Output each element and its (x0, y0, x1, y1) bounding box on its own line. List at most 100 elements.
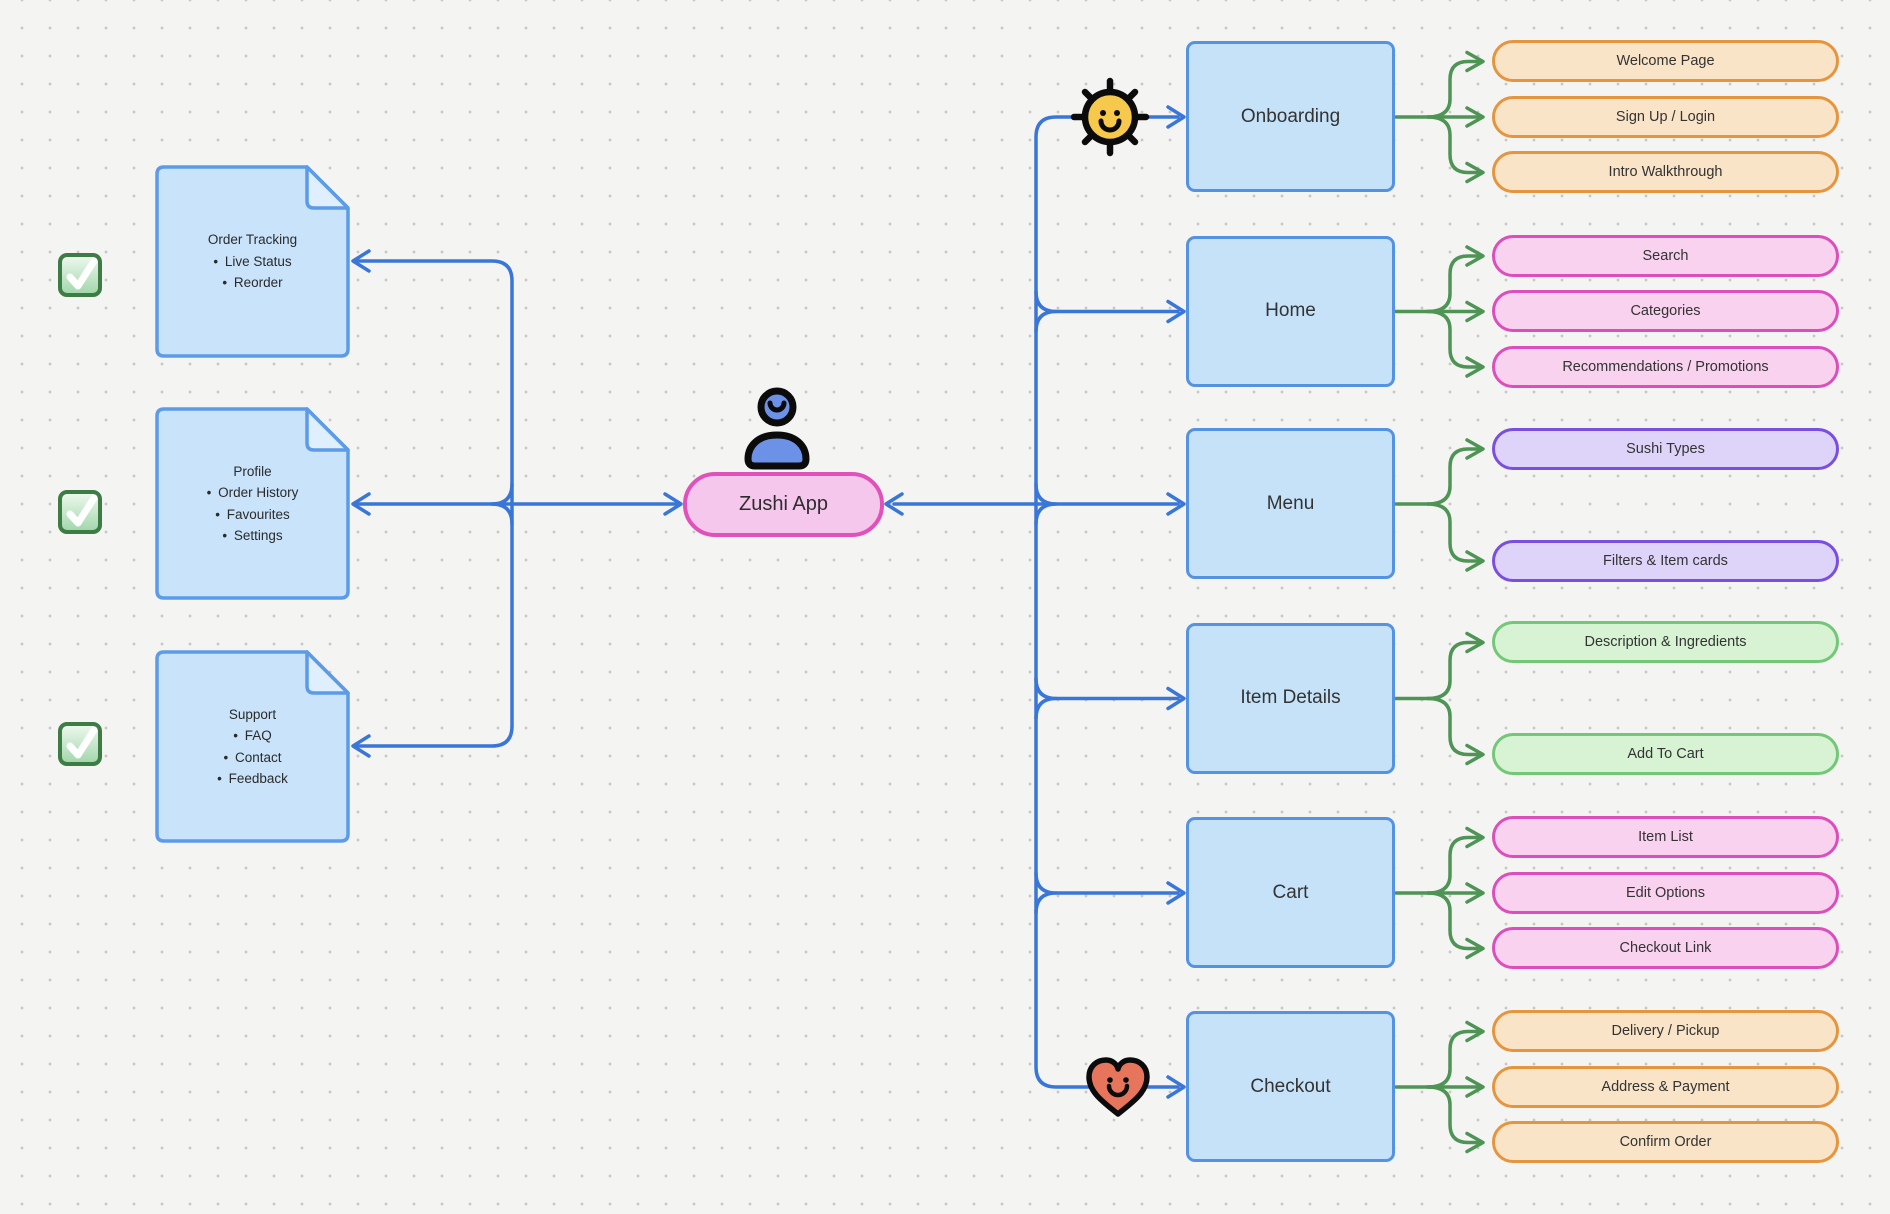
note-bullet: FAQ (233, 725, 272, 747)
arrowhead (1465, 356, 1485, 378)
note-profile[interactable]: Profile Order History Favourites Setting… (155, 407, 350, 600)
note-bullet: Feedback (217, 768, 288, 790)
pill-delivery-pickup[interactable]: Delivery / Pickup (1492, 1010, 1839, 1052)
pill-label: Item List (1638, 829, 1693, 845)
pill-address-payment[interactable]: Address & Payment (1492, 1065, 1839, 1108)
pill-intro-walkthrough[interactable]: Intro Walkthrough (1492, 151, 1839, 193)
screen-box-label: Cart (1272, 881, 1309, 903)
center-node-label: Zushi App (739, 493, 828, 515)
edge-onboarding-children[interactable] (1394, 50, 1485, 184)
screen-box-label: Menu (1266, 492, 1315, 514)
note-bullet: Live Status (213, 251, 292, 273)
pill-label: Search (1642, 247, 1689, 264)
pill-label: Sign Up / Login (1615, 108, 1716, 125)
arrowhead (351, 249, 371, 273)
arrowhead (1465, 550, 1485, 572)
note-bullet: Contact (223, 747, 282, 769)
note-content: Profile Order History Favourites Setting… (155, 407, 350, 600)
pill-label: Confirm Order (1619, 1134, 1712, 1150)
edge-center-to-notes[interactable] (351, 249, 683, 758)
note-bullet: Reorder (222, 272, 283, 294)
pill-filters-item-cards[interactable]: Filters & Item cards (1492, 539, 1839, 582)
pill-confirm-order[interactable]: Confirm Order (1492, 1121, 1839, 1163)
note-order-tracking[interactable]: Order Tracking Live Status Reorder (155, 165, 350, 358)
green-checkbox-icon[interactable] (57, 489, 103, 535)
arrowhead (1465, 438, 1485, 460)
pill-sushi-types[interactable]: Sushi Types (1492, 427, 1839, 470)
arrowhead (1166, 299, 1186, 324)
edge-center-to-screens[interactable] (884, 105, 1186, 1099)
screen-box-label: Checkout (1250, 1075, 1331, 1097)
screen-box-checkout[interactable]: Checkout (1186, 1011, 1395, 1162)
note-bullet: Order History (207, 482, 298, 504)
edge-item-details-children[interactable] (1394, 631, 1485, 766)
pill-edit-options[interactable]: Edit Options (1492, 871, 1839, 914)
pill-categories[interactable]: Categories (1492, 290, 1839, 332)
pill-description-ingredients[interactable]: Description & Ingredients (1492, 621, 1839, 663)
note-content: Support FAQ Contact Feedback (155, 650, 350, 843)
arrowhead (1166, 105, 1186, 129)
arrowhead (1465, 1076, 1485, 1098)
arrowhead (1166, 1075, 1186, 1099)
pill-label: Recommendations / Promotions (1562, 358, 1769, 375)
center-node[interactable]: Zushi App (683, 472, 884, 537)
pill-label: Add To Cart (1627, 746, 1704, 762)
arrowhead (1166, 881, 1186, 905)
pill-label: Description & Ingredients (1584, 634, 1747, 650)
pill-sign-up-login[interactable]: Sign Up / Login (1492, 95, 1839, 138)
arrowhead (351, 734, 371, 758)
arrowhead (1166, 492, 1186, 516)
pill-search[interactable]: Search (1492, 234, 1839, 277)
sun-smiley-icon[interactable] (1070, 77, 1150, 157)
pill-item-list[interactable]: Item List (1492, 816, 1839, 858)
arrowhead (1465, 743, 1485, 766)
pill-add-to-cart[interactable]: Add To Cart (1492, 733, 1839, 775)
note-support[interactable]: Support FAQ Contact Feedback (155, 650, 350, 843)
arrowhead (1465, 937, 1485, 960)
arrowhead (1465, 631, 1485, 654)
note-bullet: Settings (222, 525, 283, 547)
green-checkbox-icon[interactable] (57, 252, 103, 298)
arrowhead (1166, 686, 1186, 711)
person-icon[interactable] (741, 386, 813, 470)
arrowhead (1465, 826, 1485, 849)
arrowhead (1465, 245, 1485, 267)
pill-label: Edit Options (1626, 884, 1705, 901)
arrowhead (884, 492, 904, 516)
screen-box-menu[interactable]: Menu (1186, 428, 1395, 579)
note-bullet: Favourites (215, 504, 290, 526)
green-checkbox-icon[interactable] (57, 721, 103, 767)
arrowhead (1465, 50, 1485, 73)
edge-menu-children[interactable] (1394, 438, 1485, 572)
arrowhead (1465, 882, 1485, 904)
edge-cart-children[interactable] (1394, 826, 1485, 960)
screen-box-onboarding[interactable]: Onboarding (1186, 41, 1395, 192)
pill-label: Checkout Link (1619, 940, 1712, 956)
screen-box-cart[interactable]: Cart (1186, 817, 1395, 968)
pill-recommendations-promotions[interactable]: Recommendations / Promotions (1492, 345, 1839, 388)
edge-home-children[interactable] (1394, 245, 1485, 378)
screen-box-item-details[interactable]: Item Details (1186, 622, 1395, 774)
pill-label: Address & Payment (1601, 1078, 1730, 1095)
arrowhead (663, 492, 683, 516)
pill-label: Intro Walkthrough (1608, 164, 1723, 180)
heart-smiley-icon[interactable] (1083, 1056, 1153, 1120)
note-title: Support (228, 706, 277, 722)
pill-label: Categories (1630, 303, 1701, 319)
arrowhead (351, 492, 371, 516)
screen-box-label: Item Details (1240, 687, 1341, 708)
arrowhead (1465, 1020, 1485, 1043)
edge-checkout-children[interactable] (1394, 1020, 1485, 1154)
pill-welcome-page[interactable]: Welcome Page (1492, 40, 1839, 82)
arrowhead (1465, 161, 1485, 184)
pill-label: Sushi Types (1626, 440, 1705, 457)
screen-box-label: Home (1265, 300, 1316, 321)
note-content: Order Tracking Live Status Reorder (155, 165, 350, 358)
pill-label: Welcome Page (1616, 53, 1715, 69)
screen-box-home[interactable]: Home (1186, 235, 1395, 387)
pill-label: Filters & Item cards (1603, 552, 1728, 569)
note-title: Order Tracking (207, 232, 298, 248)
arrowhead (1465, 1131, 1485, 1154)
pill-checkout-link[interactable]: Checkout Link (1492, 927, 1839, 969)
